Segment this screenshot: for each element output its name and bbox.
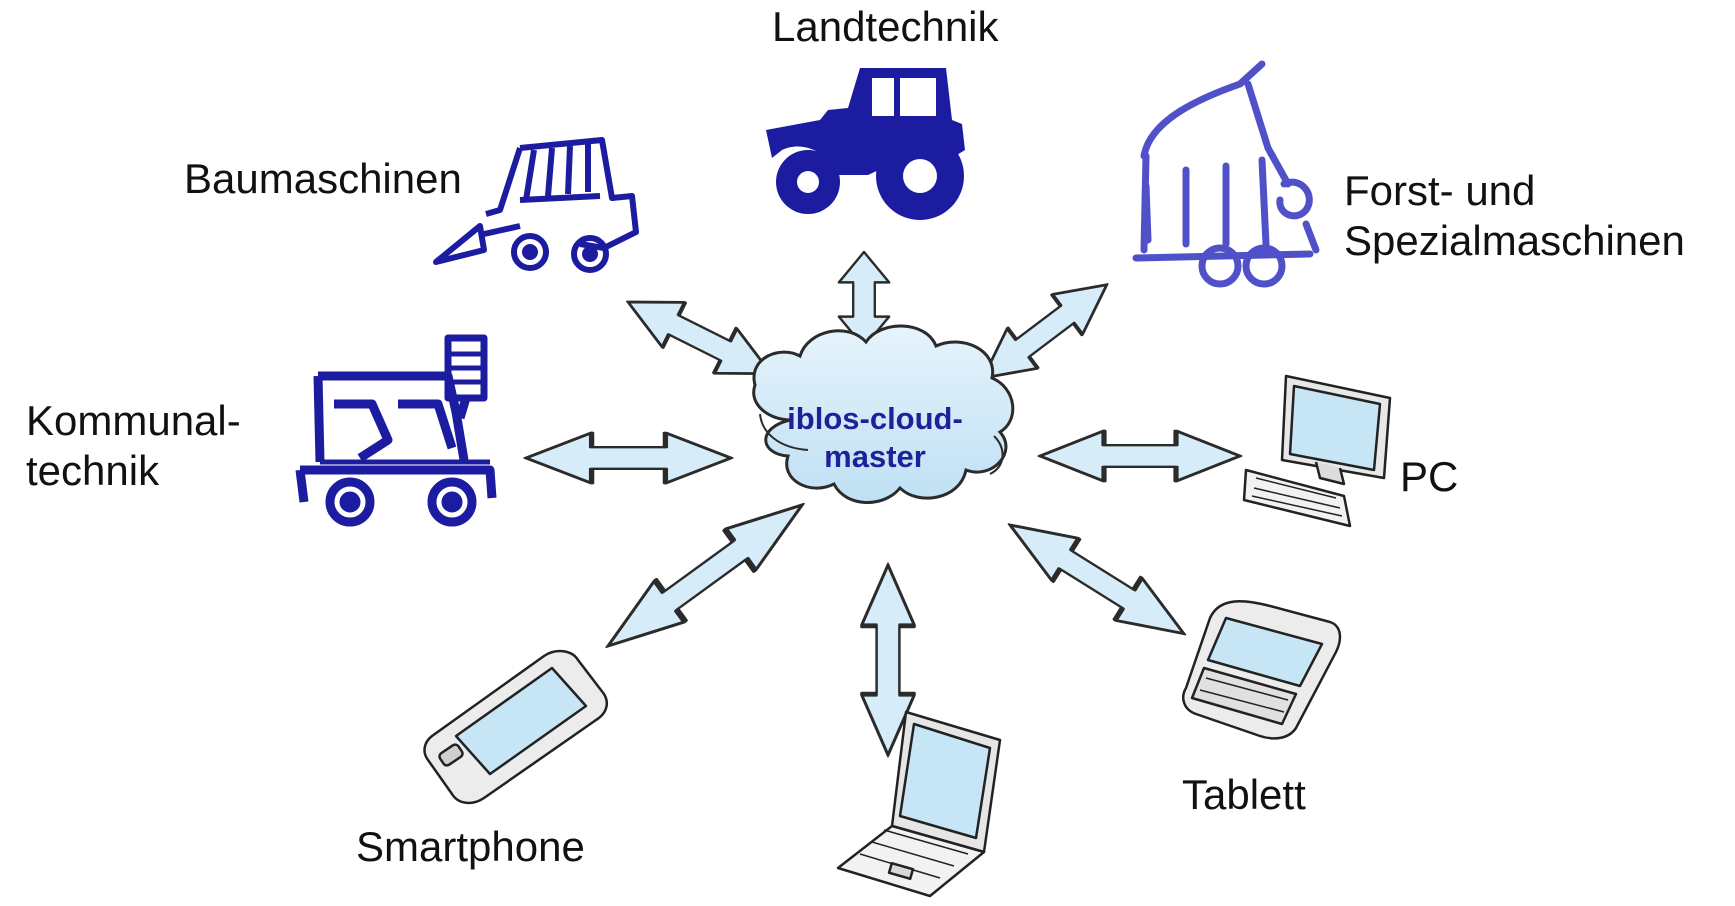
label-landtechnik: Landtechnik bbox=[772, 3, 999, 50]
skid-steer-loader-icon bbox=[433, 137, 639, 273]
double-arrow-icon bbox=[593, 484, 817, 667]
double-arrow-icon bbox=[997, 504, 1198, 655]
label-forst-line1: Forst- und bbox=[1344, 167, 1536, 214]
double-arrow-icon bbox=[1040, 431, 1240, 481]
label-kommunal-line1: Kommunal- bbox=[26, 397, 241, 444]
label-pc: PC bbox=[1400, 453, 1459, 500]
label-forst-spezialmaschinen: Forst- und Spezialmaschinen bbox=[1344, 166, 1685, 267]
arrow-kommunal bbox=[526, 433, 731, 483]
hub-label: iblos-cloud- master bbox=[752, 400, 998, 476]
label-smartphone: Smartphone bbox=[356, 823, 585, 870]
tractor-icon bbox=[766, 68, 965, 220]
forestry-crane-trailer-icon bbox=[1132, 60, 1320, 288]
arrow-tablett bbox=[997, 504, 1198, 655]
label-kommunaltechnik: Kommunal- technik bbox=[26, 396, 241, 497]
tablet-icon bbox=[1182, 600, 1342, 740]
cloud-icon bbox=[752, 324, 1015, 504]
desktop-pc-icon bbox=[1242, 374, 1392, 528]
hub-label-line2: master bbox=[824, 438, 926, 474]
label-baumaschinen: Baumaschinen bbox=[184, 155, 462, 202]
municipal-lift-truck-icon bbox=[295, 334, 497, 527]
hub-label-line1: iblos-cloud- bbox=[787, 401, 963, 436]
double-arrow-icon bbox=[526, 433, 731, 483]
smartphone-icon bbox=[423, 649, 608, 805]
arrow-smartphone bbox=[593, 484, 817, 667]
label-kommunal-line2: technik bbox=[26, 447, 160, 495]
label-tablett: Tablett bbox=[1182, 771, 1306, 818]
arrow-pc bbox=[1040, 431, 1240, 481]
laptop-icon bbox=[836, 710, 1002, 898]
label-forst-line2: Spezialmaschinen bbox=[1344, 217, 1685, 265]
